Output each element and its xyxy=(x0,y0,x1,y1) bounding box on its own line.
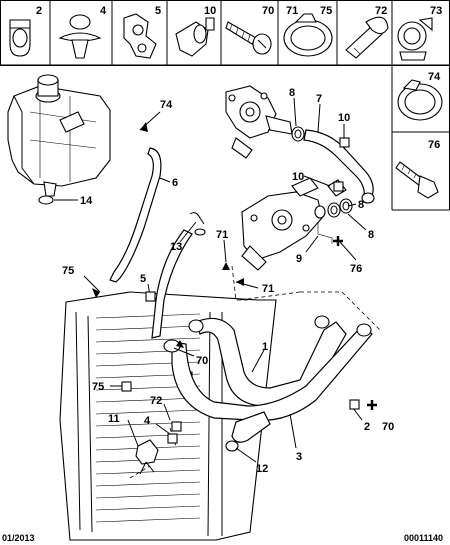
hose-fitting xyxy=(188,319,204,333)
pump-housing-lower xyxy=(241,177,323,271)
callout-70: 70 xyxy=(196,355,208,367)
hose-clip-icon xyxy=(9,19,31,57)
hose-5 xyxy=(151,229,193,339)
callout-6: 6 xyxy=(172,177,178,189)
band-clamp-icon xyxy=(283,13,333,57)
callout-14: 14 xyxy=(80,195,93,207)
hose-fitting-icon xyxy=(175,17,215,57)
seal-ring xyxy=(339,198,353,214)
callout-markers xyxy=(92,122,377,444)
callout-8: 8 xyxy=(289,87,295,99)
side-cell-number: 76 xyxy=(428,139,440,151)
arrow-marker-icon xyxy=(92,288,100,298)
callout-10: 10 xyxy=(292,171,304,183)
leader-lines xyxy=(54,97,367,463)
callout-4: 4 xyxy=(144,415,151,427)
square-marker-icon xyxy=(167,433,178,444)
callout-12: 12 xyxy=(256,463,268,475)
seal-ring xyxy=(314,205,326,219)
footer-reference: 00011140 xyxy=(404,533,443,543)
expansion-tank xyxy=(7,74,111,197)
header-cell-number: 4 xyxy=(100,5,107,17)
plus-marker-icon xyxy=(333,236,343,246)
header-strip: 2 4 5 10 70 71 75 72 73 xyxy=(0,0,450,66)
arrow-marker-icon xyxy=(140,122,148,132)
hose-fitting xyxy=(356,323,372,337)
callout-3: 3 xyxy=(296,451,302,463)
header-cell-number: 75 xyxy=(320,5,332,17)
square-marker-icon xyxy=(145,291,156,302)
screw-icon xyxy=(225,21,272,55)
callout-74: 74 xyxy=(160,99,173,111)
callout-8: 8 xyxy=(358,199,364,211)
hose-3 xyxy=(171,325,373,422)
callout-11: 11 xyxy=(108,413,120,425)
callout-2: 2 xyxy=(364,421,370,433)
rivet-icon xyxy=(58,14,102,59)
callout-75: 75 xyxy=(62,265,74,277)
plus-marker-icon xyxy=(367,400,377,410)
hose-fitting xyxy=(314,315,330,329)
arrow-marker-icon xyxy=(176,340,184,348)
bracket-icon xyxy=(345,16,389,59)
square-marker-icon xyxy=(333,181,344,192)
callout-76: 76 xyxy=(350,263,362,275)
callout-71: 71 xyxy=(262,283,274,295)
header-cell-number: 71 xyxy=(286,5,298,17)
pump-housing-upper xyxy=(225,85,293,159)
callout-70: 70 xyxy=(382,421,394,433)
clip-13 xyxy=(189,212,205,225)
hose-end xyxy=(194,228,206,236)
ring-14 xyxy=(38,195,54,205)
callout-75: 75 xyxy=(92,381,104,393)
callout-8: 8 xyxy=(368,229,374,241)
clip-icon xyxy=(123,13,157,59)
square-marker-icon xyxy=(121,381,132,392)
side-cell-number: 74 xyxy=(428,71,441,83)
callout-5: 5 xyxy=(140,273,146,285)
pipe-9 xyxy=(317,222,333,244)
pipe-7 xyxy=(303,129,375,204)
header-cell-number: 10 xyxy=(204,5,216,17)
seal-ring xyxy=(225,440,239,452)
callout-1: 1 xyxy=(262,341,268,353)
square-marker-icon xyxy=(171,421,182,432)
header-cell-number: 72 xyxy=(375,5,387,17)
arrow-marker-icon xyxy=(236,278,244,286)
callout-10: 10 xyxy=(338,112,350,124)
side-panel: 74 76 xyxy=(391,65,450,211)
seal-ring xyxy=(291,126,305,142)
header-cell-number: 5 xyxy=(155,5,161,17)
callout-72: 72 xyxy=(150,395,162,407)
callout-7: 7 xyxy=(316,93,322,105)
header-cell-number: 70 xyxy=(262,5,274,17)
callout-9: 9 xyxy=(296,253,302,265)
square-marker-icon xyxy=(339,137,350,148)
callout-numbers: 74 8 7 10 6 14 10 8 8 13 71 9 76 75 5 71… xyxy=(62,87,394,475)
footer-date: 01/2013 xyxy=(2,533,35,543)
header-cell-number: 2 xyxy=(36,5,42,17)
header-cell-number: 73 xyxy=(430,5,442,17)
large-band-clamp-icon xyxy=(397,79,443,121)
arrow-marker-icon xyxy=(222,262,230,270)
callout-71: 71 xyxy=(216,229,228,241)
clip-holder-icon xyxy=(397,17,433,61)
fan-clip-11 xyxy=(135,439,159,465)
hose-connector xyxy=(231,411,271,443)
seal-ring xyxy=(327,202,341,218)
callout-13: 13 xyxy=(170,241,182,253)
hose-6 xyxy=(109,147,162,283)
bolt-icon xyxy=(395,161,439,199)
square-marker-icon xyxy=(349,399,360,410)
